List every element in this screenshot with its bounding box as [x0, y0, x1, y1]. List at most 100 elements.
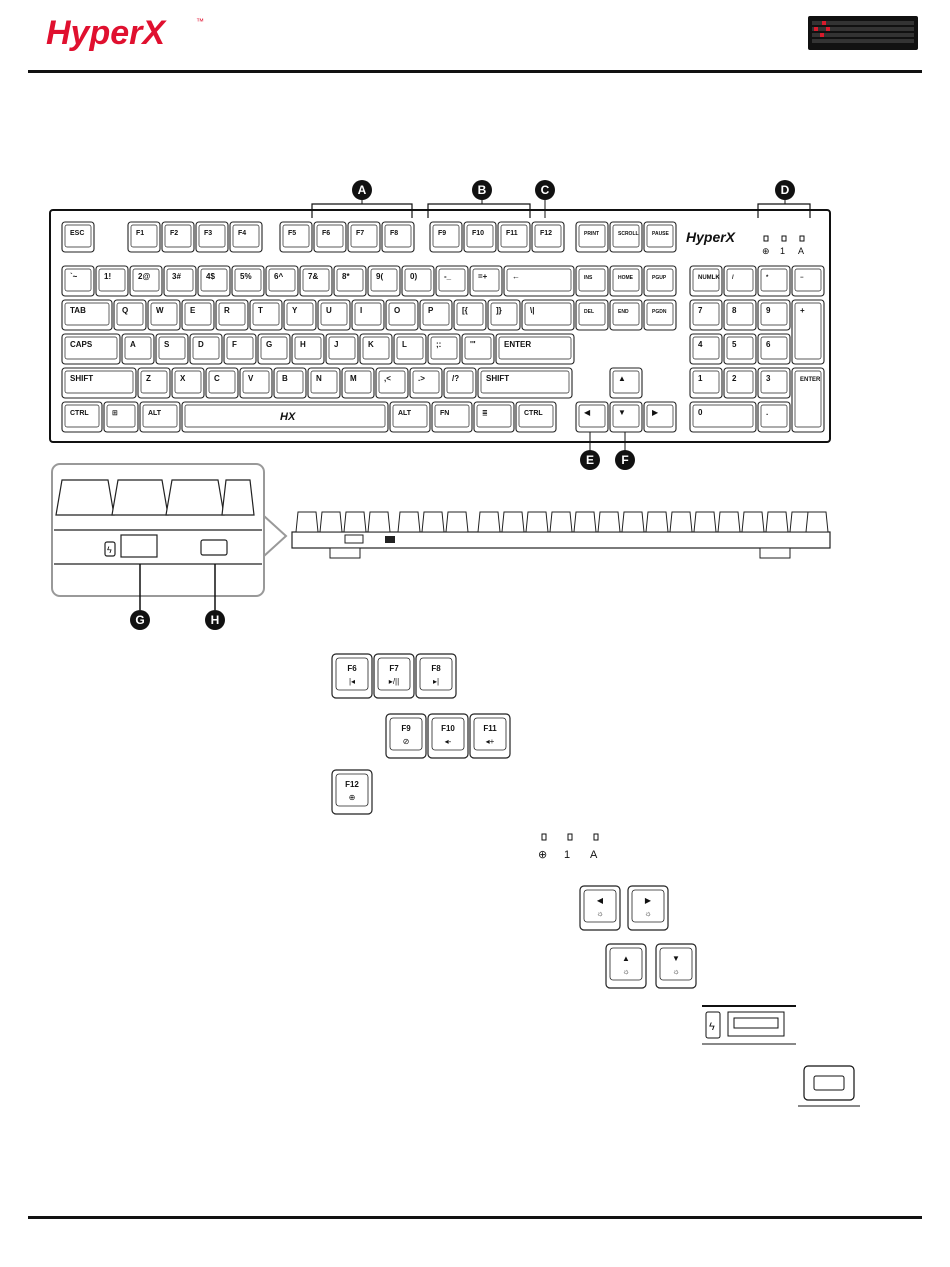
- svg-text:U: U: [326, 306, 332, 315]
- svg-text:3#: 3#: [172, 272, 181, 281]
- svg-text:7: 7: [698, 306, 703, 315]
- key-nav-top-1: SCROLL: [609, 221, 643, 253]
- svg-text:⊞: ⊞: [112, 410, 118, 417]
- svg-text:CAPS: CAPS: [70, 340, 93, 349]
- svg-text:▲: ▲: [622, 954, 630, 963]
- key-pad-dot: .: [757, 401, 791, 433]
- svg-text:▶: ▶: [645, 896, 652, 905]
- callout-a: A: [352, 180, 372, 200]
- hyperx-logo: HyperX ™: [46, 14, 204, 52]
- legend-key-left: ◀☼: [579, 885, 621, 931]
- legend-led-2: A: [590, 849, 598, 861]
- svg-text:/?: /?: [452, 374, 459, 383]
- key-pad-low-2: 6: [757, 333, 791, 365]
- key-caps-10: ;:: [427, 333, 461, 365]
- svg-text:D: D: [198, 340, 204, 349]
- key-bottom-2: ALT: [139, 401, 181, 433]
- legend-key-f7: F7▸/||: [373, 653, 415, 699]
- key-f12: F12: [531, 221, 565, 253]
- svg-text:N: N: [316, 374, 322, 383]
- svg-text:[{: [{: [462, 306, 468, 315]
- key-bottom-4: ALT: [389, 401, 431, 433]
- key-f1: F1: [127, 221, 161, 253]
- svg-text:S: S: [164, 340, 170, 349]
- key-bottom-1: ⊞: [103, 401, 139, 433]
- key-pad-low-1: 5: [723, 333, 757, 365]
- charge-icon: ϟ: [107, 545, 112, 555]
- svg-text:ALT: ALT: [398, 410, 412, 417]
- key-num-13: ←: [503, 265, 575, 297]
- legend-led-0: ⊕: [538, 849, 547, 861]
- svg-text:]}: ]}: [496, 306, 502, 315]
- key-num-3: 3#: [163, 265, 197, 297]
- key-arrow-up: ▲: [609, 367, 643, 399]
- key-caps-11: '": [461, 333, 495, 365]
- svg-text:Y: Y: [292, 306, 298, 315]
- key-tab-6: Y: [283, 299, 317, 331]
- usb-passthrough-illustration: ϟ: [702, 1005, 796, 1045]
- key-caps-3: D: [189, 333, 223, 365]
- callout-c: C: [535, 180, 555, 200]
- svg-text:PGUP: PGUP: [652, 275, 667, 281]
- key-caps-5: G: [257, 333, 291, 365]
- key-f7: F7: [347, 221, 381, 253]
- key-num-6: 6^: [265, 265, 299, 297]
- key-tab-0: TAB: [61, 299, 113, 331]
- svg-text:0): 0): [410, 272, 417, 281]
- svg-text:F: F: [232, 340, 237, 349]
- svg-text:◂+: ◂+: [486, 737, 495, 746]
- legend-key-f6: F6|◂: [331, 653, 373, 699]
- svg-text:▸|: ▸|: [433, 677, 439, 686]
- trademark: ™: [196, 17, 204, 26]
- svg-text:*: *: [766, 275, 769, 281]
- key-f8: F8: [381, 221, 415, 253]
- svg-text:CTRL: CTRL: [524, 410, 543, 417]
- svg-text:F10: F10: [472, 230, 484, 237]
- svg-text:C: C: [214, 374, 220, 383]
- svg-text:F6: F6: [347, 664, 357, 673]
- callout-e: E: [580, 450, 600, 470]
- key-f4: F4: [229, 221, 263, 253]
- svg-text:2@: 2@: [138, 272, 150, 281]
- key-esc: ESC: [61, 221, 95, 253]
- key-pad-bot-2: 3: [757, 367, 791, 399]
- svg-text:▼: ▼: [618, 408, 626, 417]
- svg-text:M: M: [350, 374, 357, 383]
- callout-f: F: [615, 450, 635, 470]
- charge-icon: ϟ: [709, 1021, 715, 1033]
- key-f11: F11: [497, 221, 531, 253]
- key-num-12: =+: [469, 265, 503, 297]
- key-pad-9: 9: [757, 299, 791, 331]
- legend-led-1: 1: [564, 849, 570, 861]
- key-arrow-down: ▼: [609, 401, 643, 433]
- svg-text:O: O: [394, 306, 400, 315]
- key-caps-7: J: [325, 333, 359, 365]
- svg-text:F6: F6: [322, 230, 330, 237]
- svg-text:T: T: [258, 306, 263, 315]
- svg-text:R: R: [224, 306, 230, 315]
- svg-text:.>: .>: [418, 374, 425, 383]
- key-tab-8: I: [351, 299, 385, 331]
- logo-text: HyperX: [46, 14, 167, 52]
- key-nav-top-0: PRINT: [575, 221, 609, 253]
- svg-text:X: X: [180, 374, 186, 383]
- key-pad-7: 7: [689, 299, 723, 331]
- header-rule: [28, 70, 922, 73]
- svg-text:3: 3: [766, 374, 771, 383]
- svg-text:6: 6: [766, 340, 771, 349]
- key-tab-12: ]}: [487, 299, 521, 331]
- key-tab-10: P: [419, 299, 453, 331]
- legend-key-right: ▶☼: [627, 885, 669, 931]
- key-tab-11: [{: [453, 299, 487, 331]
- svg-text:8: 8: [732, 306, 737, 315]
- svg-text:,<: ,<: [384, 374, 391, 383]
- key-tab-13: \|: [521, 299, 575, 331]
- svg-text:=+: =+: [478, 272, 488, 281]
- svg-text:F7: F7: [356, 230, 364, 237]
- key-bottom-3: [181, 401, 389, 433]
- svg-text:INS: INS: [584, 275, 593, 281]
- legend-key-f11: F11◂+: [469, 713, 511, 759]
- key-shift-3: C: [205, 367, 239, 399]
